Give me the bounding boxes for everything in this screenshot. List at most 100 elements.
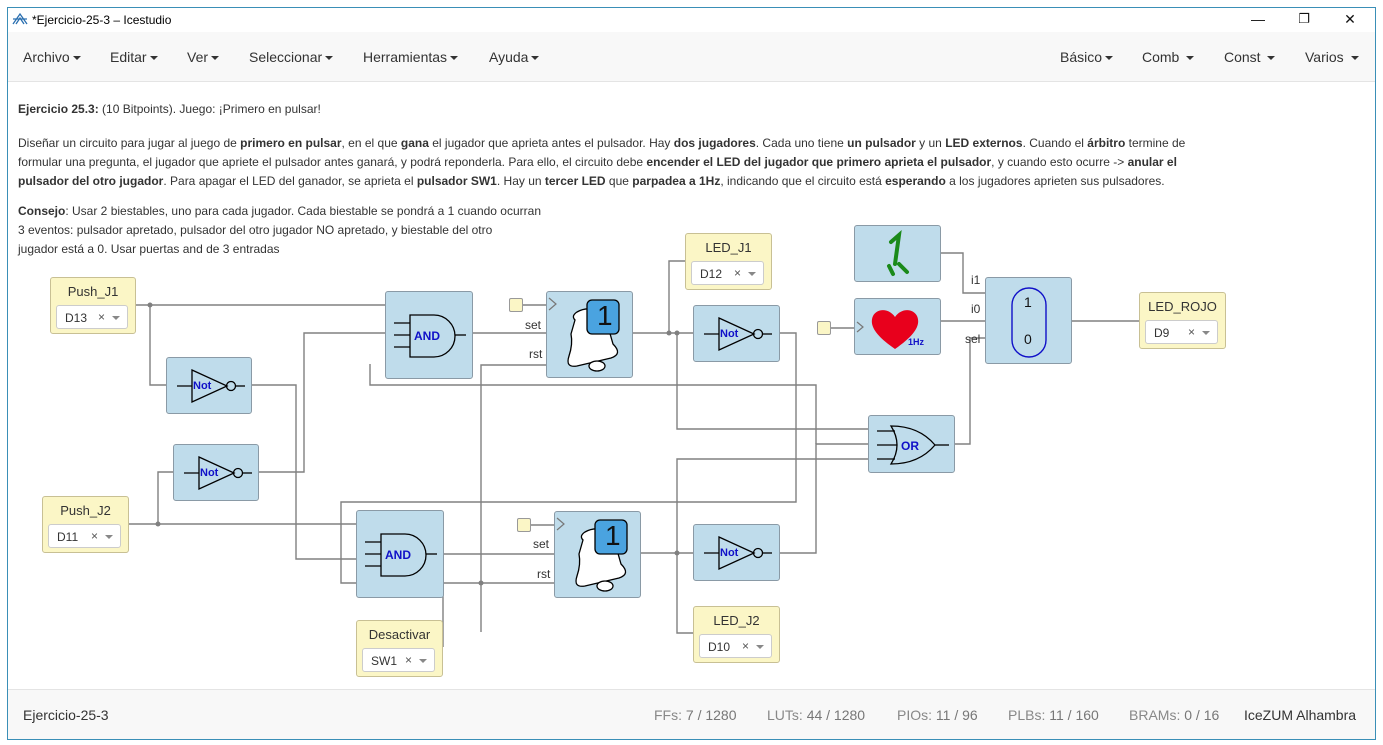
block-label: LED_J2 bbox=[713, 613, 760, 628]
output-led-rojo[interactable]: LED_ROJO D9× bbox=[1139, 292, 1226, 349]
wires-layer bbox=[129, 252, 1139, 647]
description-text: a los jugadores aprieten sus pulsadores. bbox=[945, 174, 1165, 188]
stat-value: 11 / 96 bbox=[935, 707, 978, 723]
or-gate-icon bbox=[877, 425, 949, 465]
output-led-j2[interactable]: LED_J2 D10× bbox=[693, 606, 780, 663]
circuit-canvas[interactable]: Ejercicio 25.3: (10 Bitpoints). Juego: ¡… bbox=[8, 83, 1375, 689]
pin-select[interactable]: D11 × bbox=[48, 524, 121, 548]
menu-herramientas[interactable]: Herramientas bbox=[363, 49, 459, 65]
port-sel-label: sel bbox=[965, 332, 981, 346]
multiplexer-block[interactable]: 1 0 bbox=[985, 277, 1072, 364]
stat-label: FFs: bbox=[654, 707, 682, 723]
description-bold: dos jugadores bbox=[673, 136, 756, 150]
window-title: *Ejercicio-25-3 – Icestudio bbox=[32, 13, 172, 27]
plbs-stat: PLBs: 11 / 160 bbox=[1008, 707, 1099, 723]
not-gate-4[interactable]: Not bbox=[693, 524, 780, 581]
not-gate-2[interactable]: Not bbox=[173, 444, 259, 501]
clock-input-square[interactable] bbox=[509, 298, 523, 312]
app-window: *Ejercicio-25-3 – Icestudio — ❐ ✕ Archiv… bbox=[7, 7, 1376, 740]
input-push-j2[interactable]: Push_J2 D11× bbox=[42, 496, 129, 553]
pin-value: D11 bbox=[57, 530, 79, 544]
stat-value: 44 / 1280 bbox=[806, 707, 866, 723]
description-bold: LED externos bbox=[945, 136, 1023, 150]
close-button[interactable]: ✕ bbox=[1344, 11, 1356, 27]
chevron-down-icon bbox=[72, 56, 81, 61]
dropdown-arrow-icon[interactable] bbox=[1202, 331, 1210, 335]
tip-line-3: jugador está a 0. Usar puertas and de 3 … bbox=[18, 242, 280, 256]
board-name[interactable]: IceZUM Alhambra bbox=[1244, 707, 1357, 723]
description-bold: esperando bbox=[885, 174, 946, 188]
not-gate-icon bbox=[704, 535, 772, 571]
title-bar: *Ejercicio-25-3 – Icestudio — ❐ ✕ bbox=[8, 8, 1375, 32]
menu-label: Ver bbox=[187, 49, 209, 65]
gate-label: AND bbox=[414, 329, 440, 343]
menu-editar[interactable]: Editar bbox=[110, 49, 158, 65]
constant-one-block[interactable] bbox=[854, 225, 941, 282]
chevron-down-icon bbox=[1350, 56, 1359, 61]
menu-label: Varios bbox=[1305, 49, 1344, 65]
chevron-down-icon bbox=[1105, 56, 1114, 61]
description-bold: anular el bbox=[1127, 155, 1177, 169]
menu-bar: Archivo Editar Ver Seleccionar Herramien… bbox=[8, 32, 1375, 82]
chevron-down-icon bbox=[149, 56, 158, 61]
pin-select[interactable]: D10× bbox=[699, 634, 772, 658]
clear-icon[interactable]: × bbox=[97, 310, 105, 324]
dropdown-arrow-icon[interactable] bbox=[748, 272, 756, 276]
clear-icon[interactable]: × bbox=[90, 529, 98, 543]
description-bold: primero en pulsar bbox=[240, 136, 342, 150]
not-gate-3[interactable]: Not bbox=[693, 305, 780, 362]
input-push-j1[interactable]: Push_J1 D13× bbox=[50, 277, 136, 334]
clear-icon[interactable]: × bbox=[741, 639, 749, 653]
dropdown-arrow-icon[interactable] bbox=[419, 659, 427, 663]
exercise-description: Diseñar un circuito para jugar al juego … bbox=[18, 134, 1185, 191]
dropdown-arrow-icon[interactable] bbox=[756, 645, 764, 649]
not-gate-1[interactable]: Not bbox=[166, 357, 252, 414]
clock-input-square[interactable] bbox=[517, 518, 531, 532]
menu-ayuda[interactable]: Ayuda bbox=[489, 49, 540, 65]
block-label: Desactivar bbox=[368, 627, 431, 642]
stat-value: 0 / 16 bbox=[1184, 707, 1220, 723]
menu-ver[interactable]: Ver bbox=[187, 49, 220, 65]
or-gate[interactable]: OR bbox=[868, 415, 955, 473]
pin-select[interactable]: D12× bbox=[691, 261, 764, 285]
clock-input-square[interactable] bbox=[817, 321, 831, 335]
menu-comb[interactable]: Comb bbox=[1142, 49, 1195, 65]
and-gate-2[interactable]: AND bbox=[356, 510, 444, 598]
dropdown-arrow-icon[interactable] bbox=[105, 535, 113, 539]
maximize-button[interactable]: ❐ bbox=[1298, 11, 1310, 26]
menu-archivo[interactable]: Archivo bbox=[23, 49, 81, 65]
input-desactivar[interactable]: Desactivar SW1× bbox=[356, 620, 443, 677]
pin-value: D9 bbox=[1154, 326, 1170, 340]
output-led-j1[interactable]: LED_J1 D12× bbox=[685, 233, 772, 290]
menu-label: Seleccionar bbox=[249, 49, 323, 65]
minimize-button[interactable]: — bbox=[1251, 11, 1265, 27]
chevron-down-icon bbox=[1267, 56, 1276, 61]
menu-varios[interactable]: Varios bbox=[1305, 49, 1359, 65]
flip-flop-1[interactable]: 1 bbox=[546, 291, 633, 378]
heartbeat-1hz-block[interactable]: 1Hz bbox=[854, 298, 941, 355]
clear-icon[interactable]: × bbox=[404, 653, 412, 667]
pin-select[interactable]: SW1× bbox=[362, 648, 435, 672]
status-bar: Ejercicio-25-3 FFs: 7 / 1280 LUTs: 44 / … bbox=[8, 689, 1375, 739]
pin-value: D13 bbox=[65, 311, 88, 325]
clear-icon[interactable]: × bbox=[1187, 325, 1195, 339]
flip-flop-value: 1 bbox=[605, 520, 621, 551]
description-text: . Cuando el bbox=[1022, 136, 1088, 150]
flip-flop-2[interactable]: 1 bbox=[554, 511, 641, 598]
port-rst-label-1: rst bbox=[529, 347, 543, 361]
luts-stat: LUTs: 44 / 1280 bbox=[767, 707, 865, 723]
clear-icon[interactable]: × bbox=[733, 266, 741, 280]
description-text: formular una pregunta, el jugador que ap… bbox=[18, 155, 647, 169]
menu-basico[interactable]: Básico bbox=[1060, 49, 1114, 65]
menu-const[interactable]: Const bbox=[1224, 49, 1276, 65]
menu-seleccionar[interactable]: Seleccionar bbox=[249, 49, 334, 65]
and-gate-1[interactable]: AND bbox=[385, 291, 473, 379]
tip-text: : Usar 2 biestables, uno para cada jugad… bbox=[65, 204, 541, 218]
dropdown-arrow-icon[interactable] bbox=[112, 316, 120, 320]
pin-select[interactable]: D13 × bbox=[56, 305, 128, 329]
gate-label: Not bbox=[200, 467, 219, 479]
pin-select[interactable]: D9 × bbox=[1145, 320, 1218, 344]
stat-label: LUTs: bbox=[767, 707, 803, 723]
mux-input-0-value: 0 bbox=[1024, 331, 1032, 347]
stat-value: 11 / 160 bbox=[1049, 707, 1099, 723]
